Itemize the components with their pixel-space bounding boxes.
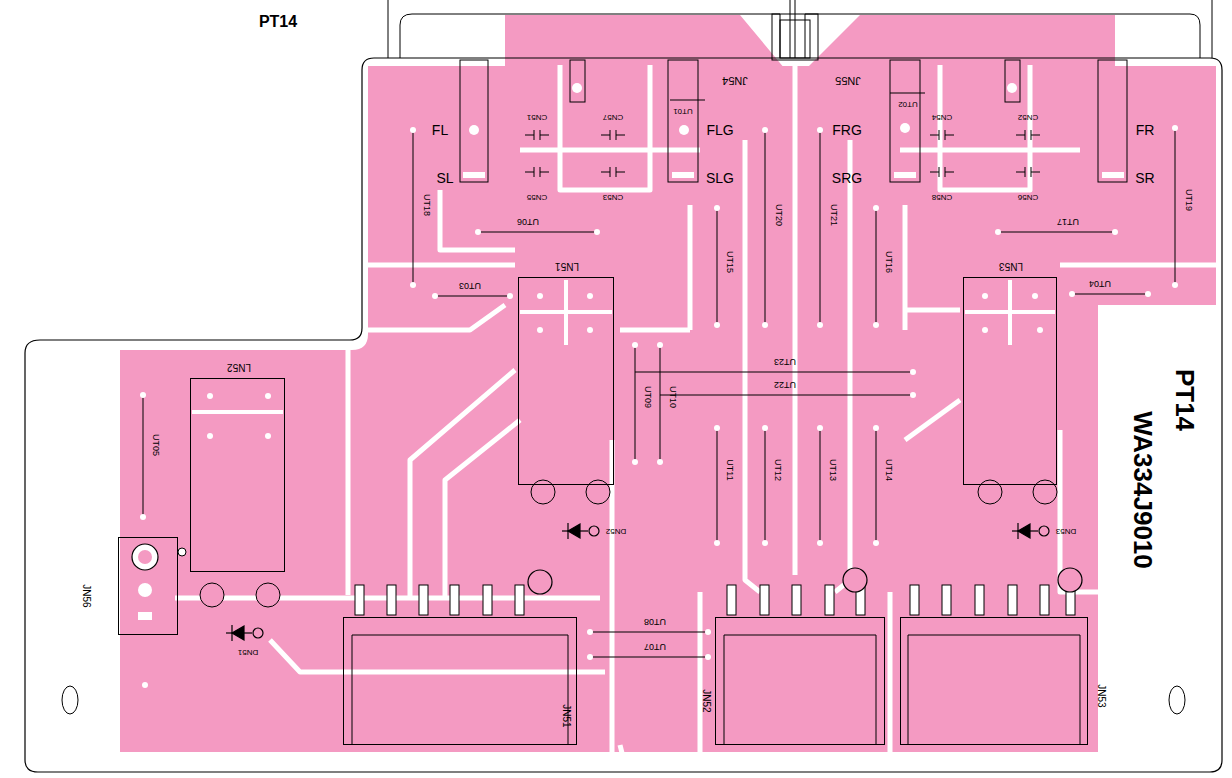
pcb-label: DN51 [238, 648, 258, 656]
pcb-label: UT05 [151, 434, 160, 456]
pcb-label: SLG [706, 171, 734, 185]
pcb-label: CN55 [527, 193, 547, 201]
pcb-label: JN55 [835, 75, 861, 86]
jumper-wires [143, 93, 1175, 657]
pcb-label: WA334J9010 [1130, 411, 1156, 569]
inductor-outline: LN53 [963, 277, 1057, 485]
pcb-label: CN57 [603, 113, 623, 121]
mounting-hole [62, 686, 78, 714]
header-pads [460, 60, 1127, 182]
pcb-label: FR [1136, 123, 1155, 137]
connector-outline: JN52 [715, 617, 885, 745]
pcb-label: DN53 [1056, 527, 1076, 535]
pcb-label: SRG [832, 171, 862, 185]
pcb-label: DN52 [606, 527, 626, 535]
ref-designator: JN53 [1096, 684, 1106, 707]
pcb-label: FLG [706, 123, 733, 137]
ref-designator: JN51 [561, 704, 571, 727]
pcb-label: UT17 [1057, 217, 1079, 226]
pcb-label: CN52 [1018, 113, 1038, 121]
connector-pins [355, 585, 1075, 615]
pcb-label: PT14 [259, 14, 297, 30]
inductor-outline: LN52 [190, 378, 285, 572]
pcb-label: UT08 [644, 617, 666, 626]
pcb-label: UT16 [884, 251, 893, 273]
bare-board [28, 343, 120, 770]
pcb-label: UT01 [673, 107, 693, 115]
pcb-label: UT07 [644, 642, 666, 651]
board-outline [25, 58, 1222, 772]
pcb-label: CN53 [603, 193, 623, 201]
diode-symbols [226, 523, 1049, 641]
pcb-label: UT09 [643, 386, 652, 408]
ref-designator: LN53 [999, 261, 1023, 271]
pcb-label: UT14 [884, 459, 893, 481]
pcb-label: UT21 [829, 204, 838, 226]
pad-holes [463, 83, 1124, 178]
pcb-label: CN54 [932, 113, 952, 121]
pcb-label: UT06 [517, 217, 539, 226]
pcb-label: CN51 [527, 113, 547, 121]
inductor-holes [207, 293, 1038, 439]
connector-outline: JN51 [343, 617, 577, 745]
pcb-label: CN58 [932, 193, 952, 201]
pcb-label: UT03 [459, 281, 481, 290]
ref-designator: LN51 [555, 261, 579, 271]
pcb-label: UT11 [725, 459, 734, 480]
ref-designator: JN52 [701, 689, 711, 712]
copper-pour [34, 66, 1216, 766]
capacitor-symbols [525, 130, 1040, 177]
pcb-label: UT23 [774, 357, 796, 366]
bare-board [1098, 305, 1218, 768]
mounting-hole [1169, 686, 1185, 714]
lead-pads [200, 480, 1057, 607]
pcb-label: UT10 [668, 386, 677, 408]
connector-outline: JN56 [118, 537, 178, 635]
connector-housing [388, 0, 1212, 60]
pcb-label: FL [432, 123, 448, 137]
pcb-label: CN56 [1018, 193, 1038, 201]
pcb-label: UT22 [774, 380, 796, 389]
connector-inner [352, 635, 1080, 745]
ref-designator: JN56 [81, 584, 91, 607]
pcb-label: UT18 [422, 194, 431, 216]
pcb-label: SL [436, 171, 453, 185]
mounting-pins [528, 568, 1082, 594]
pcb-label: JN54 [722, 75, 748, 86]
isolation-gaps [120, 15, 1216, 765]
pcb-label: UT02 [898, 100, 918, 108]
pcb-label: UT04 [1089, 279, 1111, 288]
inductor-pads [192, 280, 1055, 412]
pcb-label: UT12 [773, 459, 782, 481]
pcb-label: UT20 [774, 204, 783, 226]
pcb-label: UT13 [828, 459, 837, 481]
pcb-label: UT19 [1184, 189, 1193, 211]
pcb-label: UT15 [725, 251, 734, 273]
pcb-label: PT14 [1172, 369, 1198, 431]
copper-tab [800, 15, 1115, 75]
connector-outline: JN53 [900, 617, 1088, 745]
inductor-outline: LN51 [518, 277, 614, 485]
vias [140, 125, 1178, 688]
pcb-label: FRG [832, 123, 862, 137]
pcb-label: SR [1135, 171, 1154, 185]
ref-designator: LN52 [227, 362, 251, 372]
